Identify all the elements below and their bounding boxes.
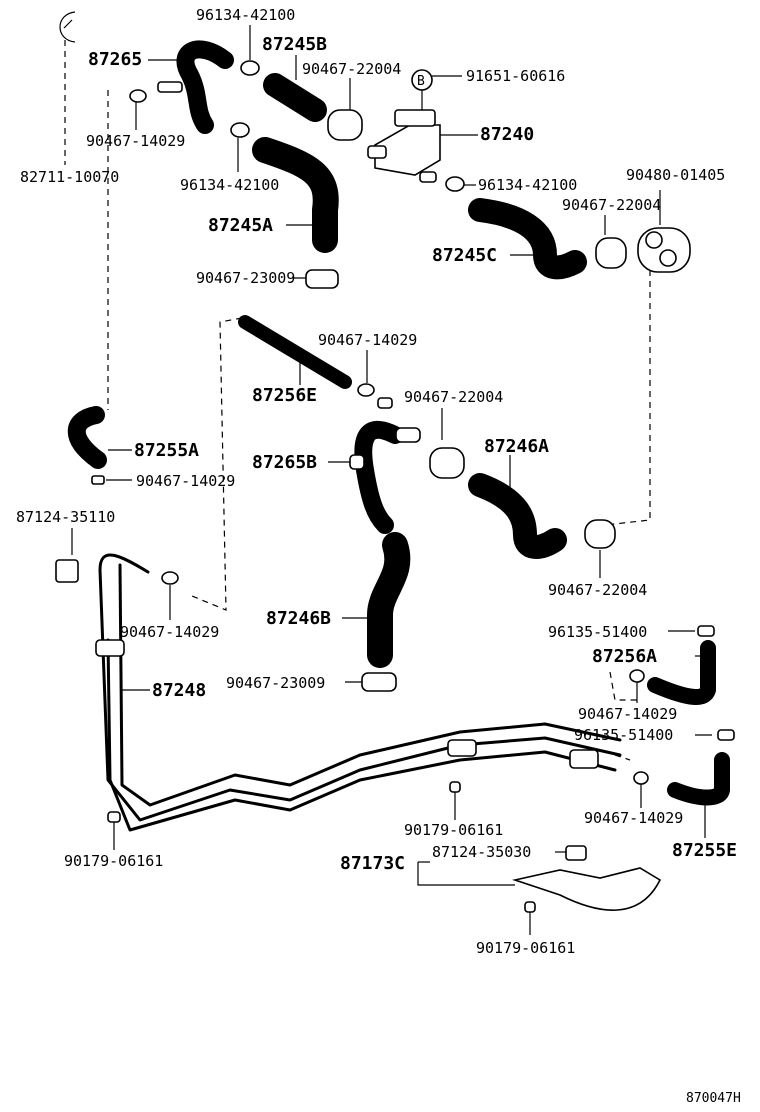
hose-87245A [252,137,339,253]
label-87173c: 87173C [340,853,405,874]
labels: 82711-10070 87265 96134-42100 87245B 904… [16,6,741,1106]
bracket-87124-35110 [55,559,79,583]
label-87245b: 87245B [262,34,327,55]
label-90467-22004-top: 90467-22004 [302,60,401,78]
reference-code: 870047H [686,1091,741,1106]
cover-87173C [512,845,662,913]
label-90467-22004-mid: 90467-22004 [404,388,503,406]
label-96134-42100-right: 96134-42100 [478,176,577,194]
pipe-87265B [349,397,465,534]
label-87240: 87240 [480,124,534,145]
label-87256a: 87256A [592,646,657,667]
label-87245a: 87245A [208,215,273,236]
hose-87246B [361,532,411,692]
label-b-circle: B [417,74,425,89]
label-87256e: 87256E [252,385,317,406]
label-90467-14029-b: 90467-14029 [318,331,417,349]
hose-87245C [468,198,587,280]
label-90179-06161-mid: 90179-06161 [404,821,503,839]
label-90467-23009-b: 90467-23009 [226,674,325,692]
label-90467-14029-a: 90467-14029 [86,132,185,150]
hose-87255A [67,406,107,485]
label-90467-14029-d: 90467-14029 [120,623,219,641]
hose-87246A [468,473,616,559]
ring-clip-82711 [59,11,76,43]
hoses-right [629,625,735,806]
label-96134-42100-mid: 96134-42100 [180,176,279,194]
clamps-top [129,60,627,289]
label-90467-14029-c: 90467-14029 [136,472,235,490]
label-87245c: 87245C [432,245,497,266]
hose-87245B [263,73,327,122]
label-87124-35110: 87124-35110 [16,508,115,526]
label-90467-22004-low: 90467-22004 [548,581,647,599]
leader-lines [64,25,712,935]
label-82711-10070: 82711-10070 [20,168,119,186]
label-87246b: 87246B [266,608,331,629]
label-87255a: 87255A [134,440,199,461]
label-87248: 87248 [152,680,206,701]
label-87246a: 87246A [484,436,549,457]
label-90467-22004-right: 90467-22004 [562,196,661,214]
pipe-87256E [238,315,375,397]
label-96134-42100-top: 96134-42100 [196,6,295,24]
valve-87240: B [367,69,441,183]
grommet-90480 [637,227,691,273]
label-96135-51400-a: 96135-51400 [548,623,647,641]
label-87265: 87265 [88,49,142,70]
hose-87265 [157,40,234,134]
label-91651-60616: 91651-60616 [466,67,565,85]
label-87265b: 87265B [252,452,317,473]
label-90467-14029-f: 90467-14029 [584,809,683,827]
pipe-87248 [95,553,622,832]
label-87255e: 87255E [672,840,737,861]
label-90467-23009-a: 90467-23009 [196,269,295,287]
label-90480-01405: 90480-01405 [626,166,725,184]
label-96135-51400-b: 96135-51400 [574,726,673,744]
label-90467-14029-e: 90467-14029 [578,705,677,723]
label-90179-06161-bottom: 90179-06161 [476,939,575,957]
label-90179-06161-left: 90179-06161 [64,852,163,870]
label-87124-35030: 87124-35030 [432,843,531,861]
